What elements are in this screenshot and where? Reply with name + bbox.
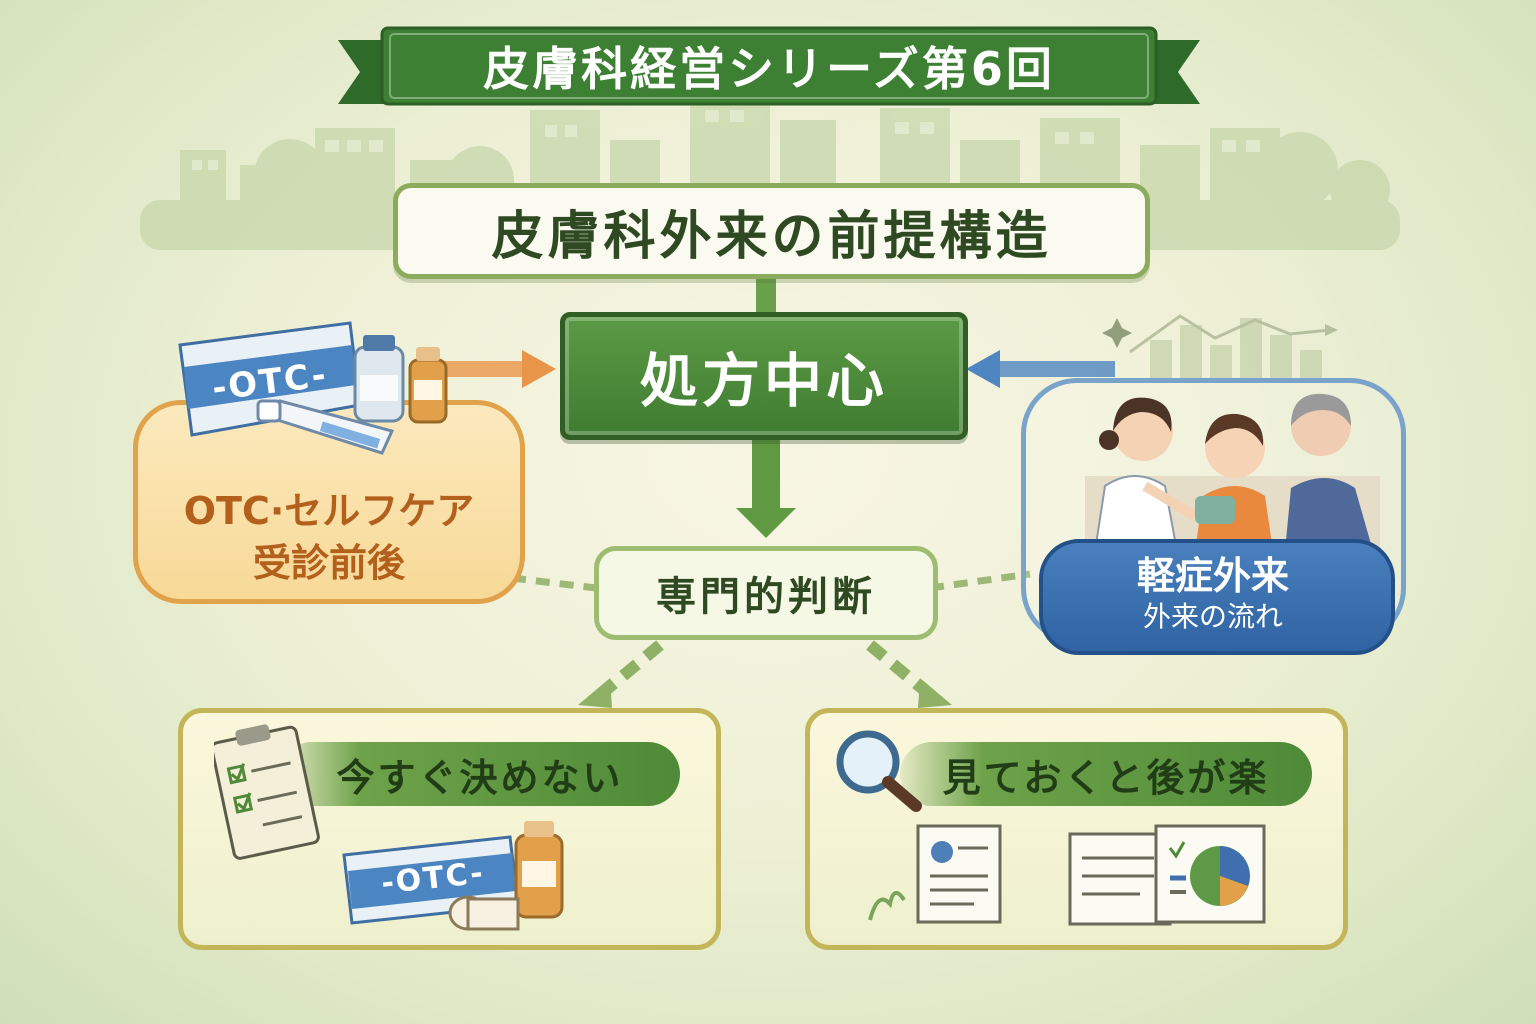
down-arrow-icon [736, 508, 796, 538]
outpatient-title: 軽症外来 [1136, 554, 1289, 598]
left-arrow-icon [966, 350, 1000, 388]
judgement-box: 専門的判断 [594, 546, 938, 640]
bottom-left-label: 今すぐ決めない [336, 755, 624, 800]
outpatient-label-box [1039, 539, 1395, 655]
amber-bottle-icon [408, 347, 448, 424]
doctor-patient-illustration [1085, 393, 1380, 551]
document-chart-illustration [868, 824, 1266, 926]
main-title: 皮膚科外来の前提構造 [491, 206, 1052, 267]
bottom-right-label: 見ておくと後が楽 [942, 755, 1270, 800]
doctor-figure [1093, 397, 1198, 551]
outpatient-subtitle: 外来の流れ [1142, 600, 1283, 633]
title-banner [338, 26, 1200, 106]
center-box: 処方中心 [560, 312, 968, 440]
series-title: 皮膚科経営シリーズ第6回 [483, 42, 1055, 96]
small-otc-label: -OTC- [379, 855, 487, 901]
bottom-right-pill: 見ておくと後が楽 [900, 742, 1312, 806]
right-arrow-icon [522, 350, 556, 388]
bottom-left-pill: 今すぐ決めない [280, 742, 680, 806]
trend-chart-decoration [1129, 314, 1338, 380]
elder-figure [1285, 393, 1373, 551]
otc-products-illustration [178, 321, 448, 455]
child-patient-figure [1195, 413, 1273, 551]
otc-products-small [342, 821, 564, 931]
ointment-tube-icon [448, 895, 520, 931]
clipboard-check-icon [214, 724, 320, 860]
amber-bottle-icon [514, 821, 564, 919]
document-icon [916, 824, 1002, 924]
center-label: 処方中心 [639, 347, 888, 415]
otc-line1: OTC·セルフケア [183, 489, 475, 533]
judgement-label: 専門的判断 [656, 574, 876, 620]
pie-chart-icon [1154, 824, 1266, 924]
magnifier-icon [836, 730, 922, 812]
main-title-box: 皮膚科外来の前提構造 [393, 183, 1150, 279]
otc-line2: 受診前後 [252, 541, 405, 585]
sparkle-icon [1102, 318, 1132, 348]
medicine-bottle-icon [353, 335, 405, 423]
ointment-tube-icon [256, 399, 395, 455]
